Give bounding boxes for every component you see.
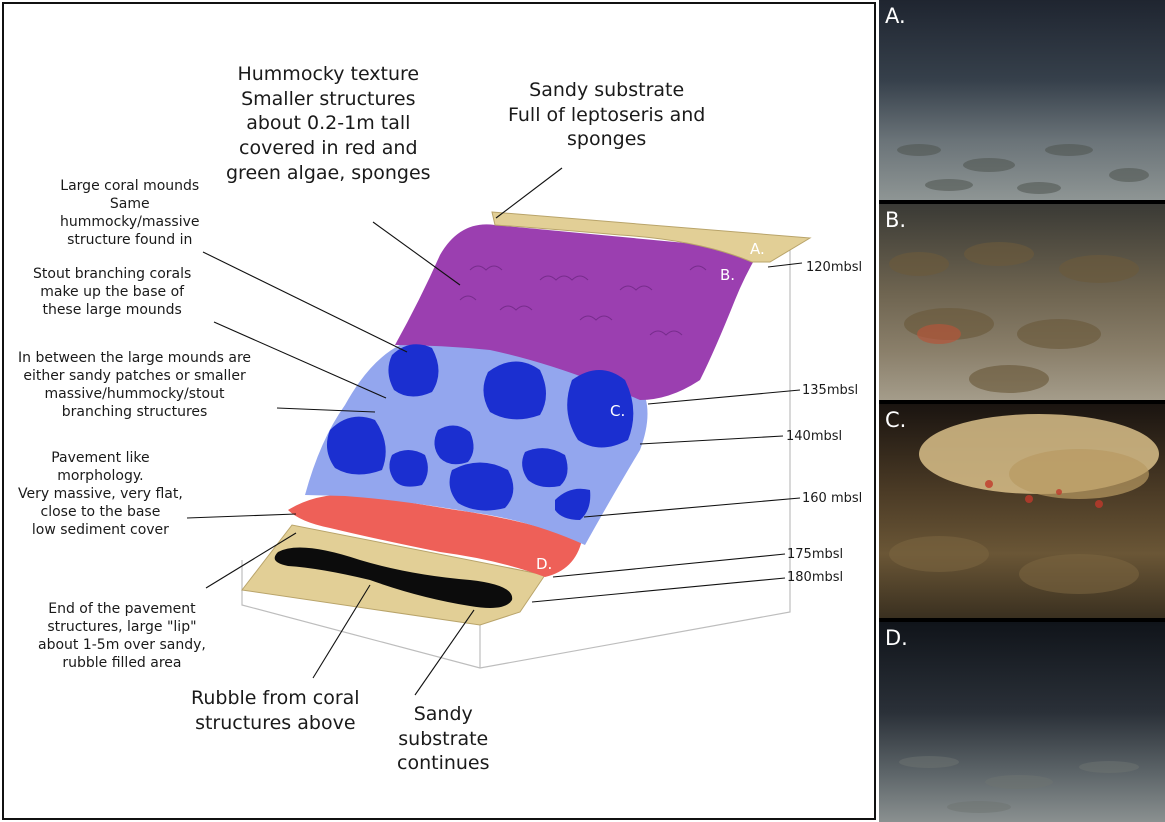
photo-d-label: D. bbox=[885, 626, 908, 650]
label-pavement-morphology: Pavement like morphology. Very massive, … bbox=[18, 450, 183, 540]
coral-mound bbox=[327, 417, 386, 475]
photo-a-texture bbox=[879, 0, 1165, 200]
label-sandy-substrate-continues: Sandy substrate continues bbox=[397, 702, 490, 776]
label-in-between-mounds: In between the large mounds are either s… bbox=[18, 350, 251, 422]
photo-a: A. bbox=[879, 0, 1165, 200]
depth-135: 135mbsl bbox=[802, 383, 858, 398]
depth-120: 120mbsl bbox=[806, 260, 862, 275]
photo-a-label: A. bbox=[885, 4, 906, 28]
photo-c-texture bbox=[879, 404, 1165, 618]
photo-c: C. bbox=[879, 404, 1165, 618]
pin-c: C. bbox=[610, 402, 625, 420]
photo-b: B. bbox=[879, 204, 1165, 400]
depth-180: 180mbsl bbox=[787, 570, 843, 585]
pin-b: B. bbox=[720, 266, 735, 284]
pin-d: D. bbox=[536, 555, 552, 573]
depth-140: 140mbsl bbox=[786, 429, 842, 444]
label-end-of-pavement: End of the pavement structures, large "l… bbox=[38, 601, 206, 673]
photo-b-label: B. bbox=[885, 208, 906, 232]
photo-c-label: C. bbox=[885, 408, 906, 432]
coral-mound bbox=[483, 361, 546, 419]
coral-mound bbox=[450, 463, 514, 511]
label-rubble: Rubble from coral structures above bbox=[191, 686, 360, 735]
label-stout-branching: Stout branching corals make up the base … bbox=[33, 266, 191, 320]
label-large-coral-mounds: Large coral mounds Same hummocky/massive… bbox=[60, 178, 200, 250]
coral-mound bbox=[388, 344, 438, 396]
pin-a: A. bbox=[750, 240, 765, 258]
photo-d-texture bbox=[879, 622, 1165, 822]
coral-mound bbox=[389, 450, 427, 487]
photo-column: A. B. bbox=[879, 0, 1165, 822]
photo-d: D. bbox=[879, 622, 1165, 822]
label-sandy-substrate-top: Sandy substrate Full of leptoseris and s… bbox=[508, 78, 705, 152]
photo-b-texture bbox=[879, 204, 1165, 400]
depth-160: 160 mbsl bbox=[802, 491, 862, 506]
label-hummocky-texture: Hummocky texture Smaller structures abou… bbox=[226, 62, 431, 185]
depth-175: 175mbsl bbox=[787, 547, 843, 562]
